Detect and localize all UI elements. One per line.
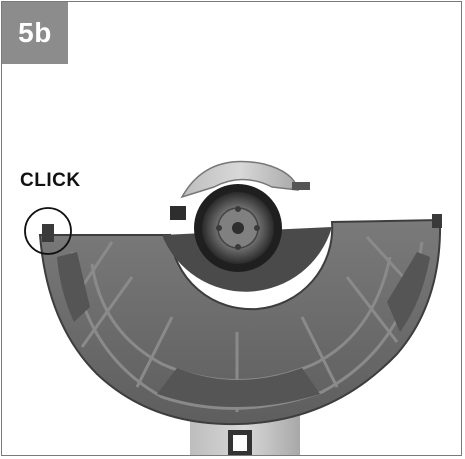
step-badge: 5b [2,2,68,64]
guard-clamp [170,160,310,220]
click-callout-label: CLICK [20,170,81,191]
click-callout-circle [24,207,72,255]
spindle-flange [194,184,282,272]
blade-guard [38,214,442,426]
grinder-guard-photo [24,160,442,455]
